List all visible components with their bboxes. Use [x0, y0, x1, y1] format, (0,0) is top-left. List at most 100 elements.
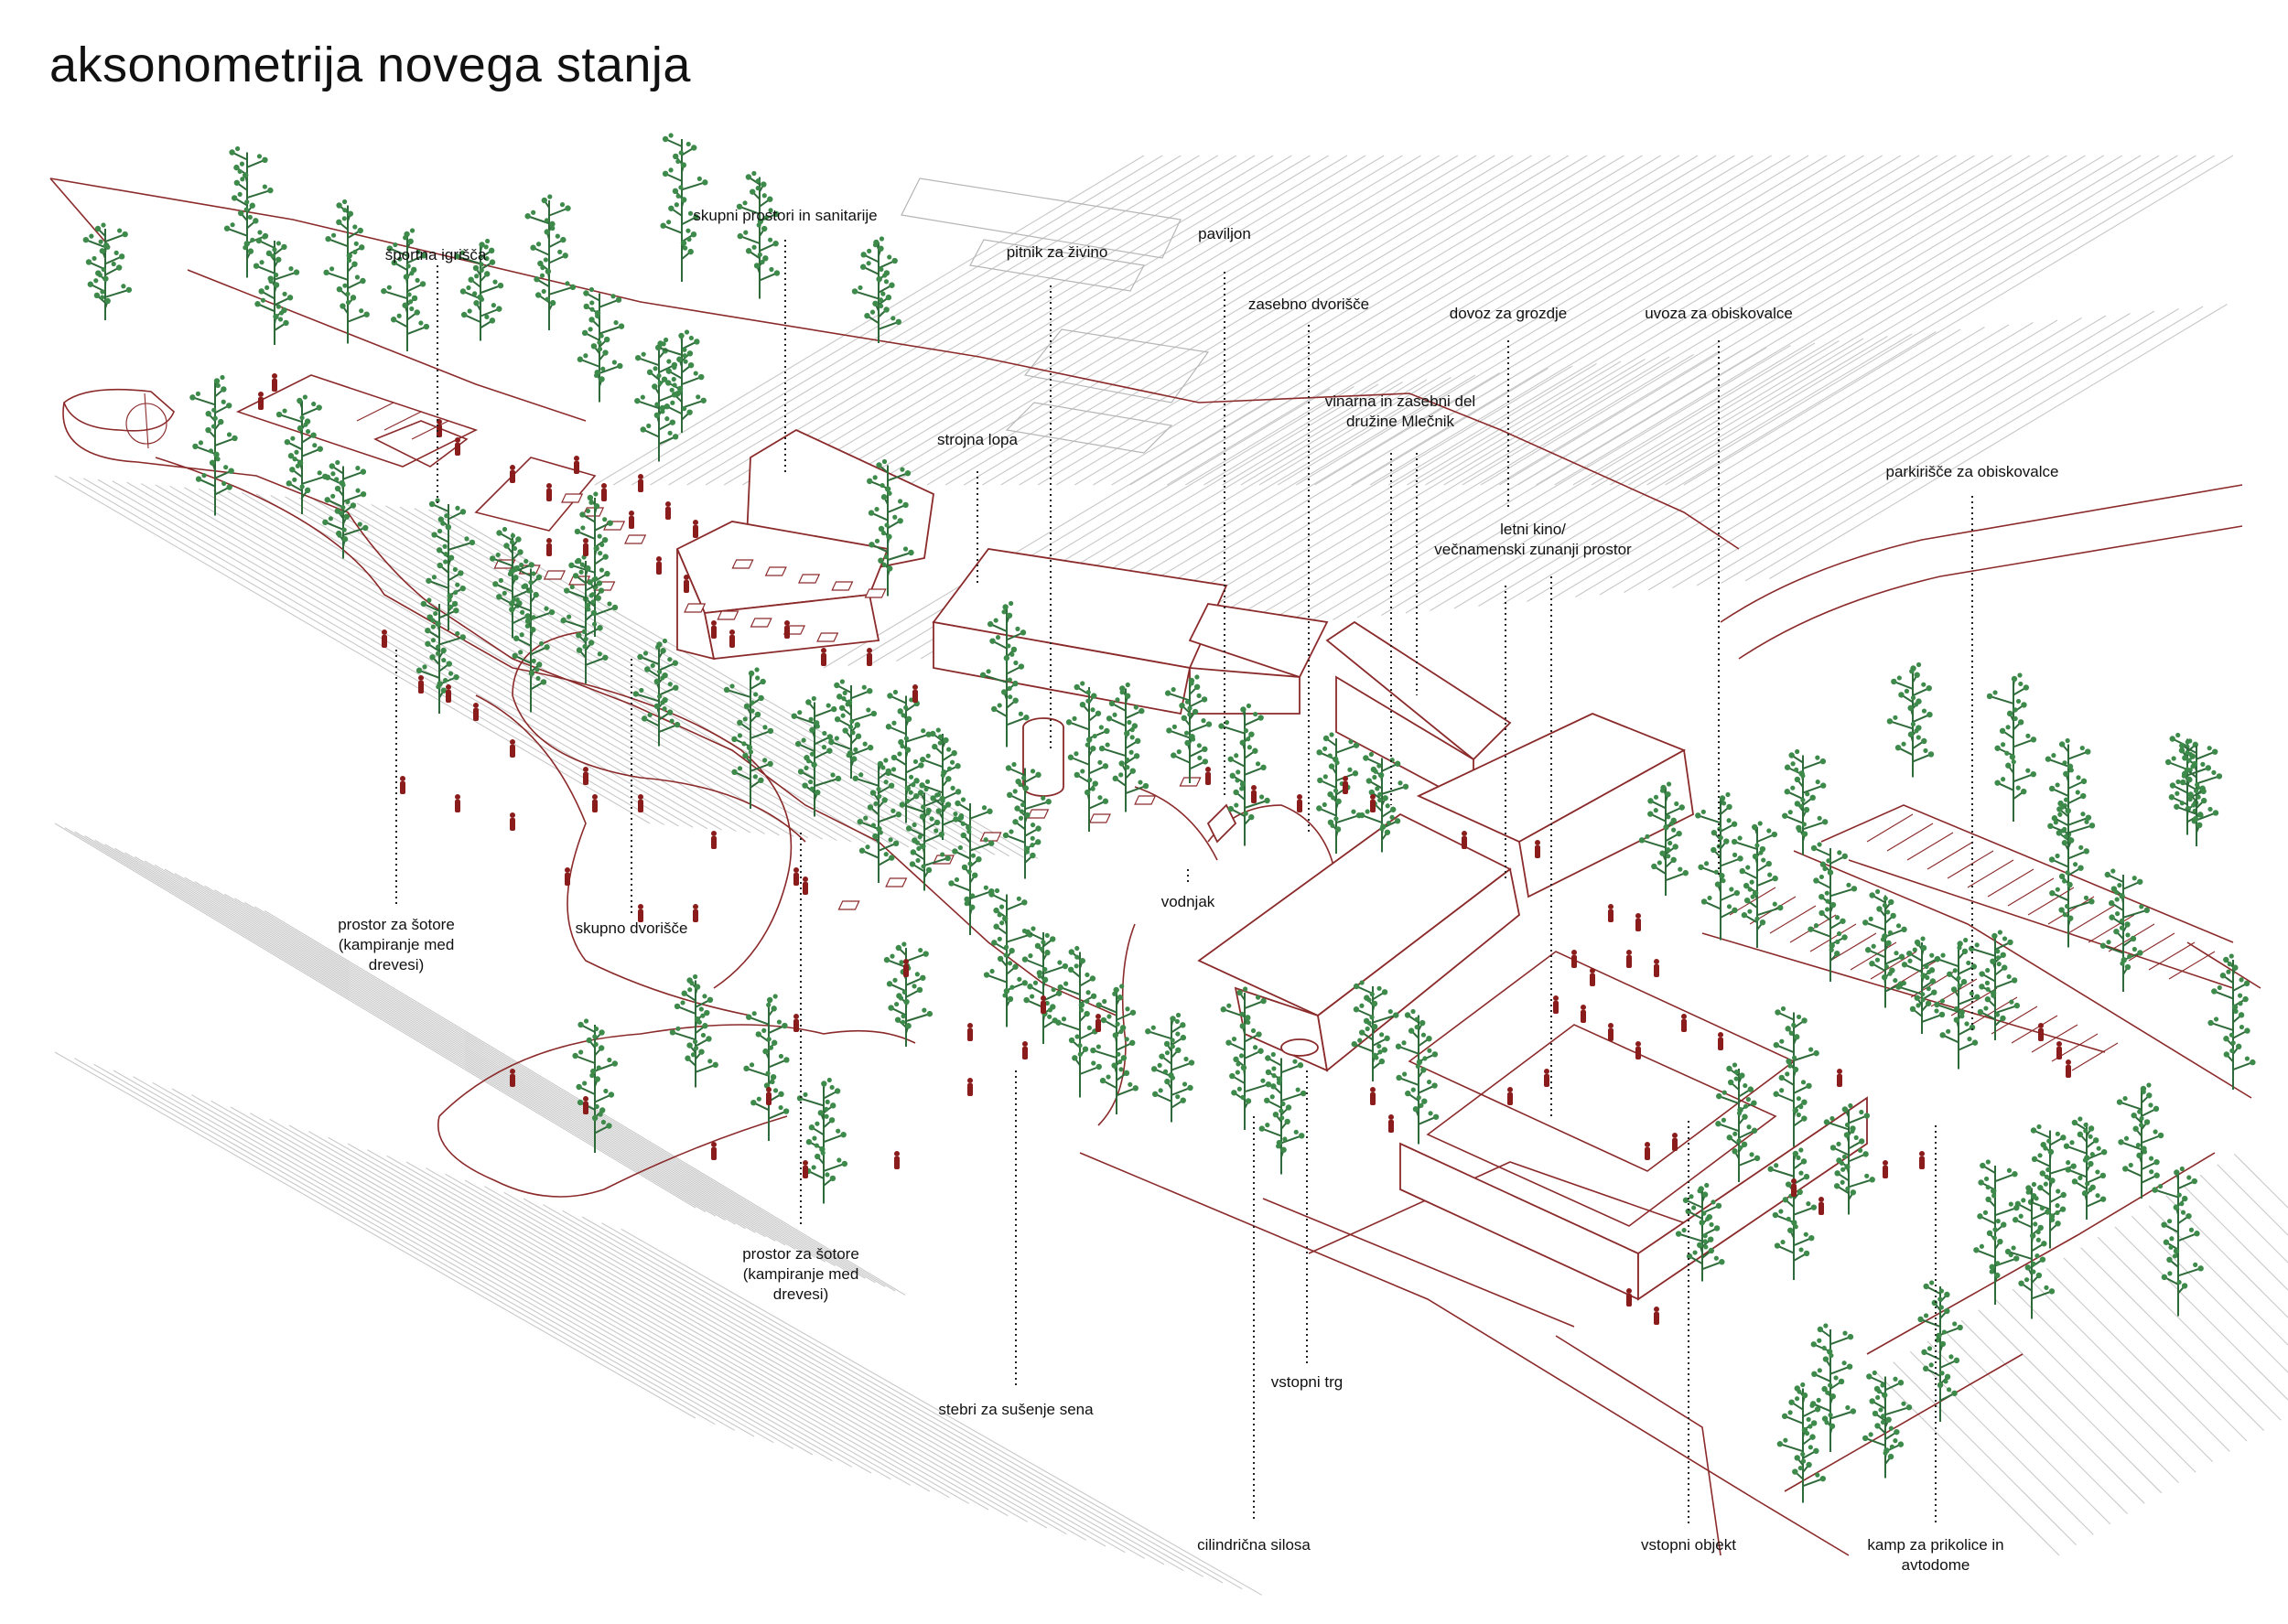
person-figure	[258, 392, 264, 410]
hatch-line	[1624, 317, 2082, 593]
tree	[1917, 1280, 1963, 1422]
hatch-line	[342, 501, 938, 851]
hatch-line	[2165, 1195, 2288, 1318]
hatch-line	[347, 1143, 989, 1511]
person-figure	[1791, 1178, 1797, 1197]
person-figure	[693, 904, 698, 922]
tree	[509, 562, 556, 713]
hatch-line	[64, 827, 707, 1213]
buildings	[675, 428, 1868, 1301]
hatch-line	[594, 155, 1145, 486]
person-figure	[784, 620, 790, 639]
hatch-line	[198, 488, 794, 837]
hatch-line	[1978, 1309, 2163, 1494]
hatch-line	[74, 831, 717, 1217]
tree	[2174, 739, 2223, 846]
hatch-line	[723, 155, 1274, 486]
label-letni-kino-line1: letni kino/	[1500, 521, 1566, 538]
hatch-line	[1111, 155, 1661, 486]
hatch-line	[126, 481, 722, 831]
parking-stall-line	[2088, 914, 2135, 943]
tree	[1351, 980, 1399, 1081]
dormer-window	[750, 618, 772, 628]
dormer-window	[543, 570, 566, 580]
hatch-line	[601, 1222, 1243, 1590]
hatch-line	[1443, 155, 1993, 486]
hatch-line	[386, 1155, 1028, 1522]
parking-stall-line	[1850, 941, 1897, 971]
tree	[1808, 842, 1858, 982]
parking-stall-line	[2047, 896, 2095, 925]
hatch-line	[1381, 340, 1840, 616]
tree	[2152, 1166, 2204, 1317]
tree	[1145, 1012, 1195, 1123]
tree	[323, 199, 370, 344]
hatch-line	[686, 155, 1237, 486]
hatch-line	[243, 901, 886, 1287]
hatch-line	[2114, 1226, 2288, 1401]
label-sotori-2: prostor za šotore (kampiranje med dreves…	[742, 1244, 859, 1305]
hatch-line	[94, 839, 736, 1225]
person-figure	[867, 648, 872, 666]
tree	[1638, 781, 1689, 896]
dormer-window	[717, 610, 739, 620]
hatch-line	[2045, 1267, 2230, 1452]
hatch-line	[944, 155, 1495, 486]
hatch-line	[367, 1149, 1009, 1517]
label-sotori-1: prostor za šotore (kampiranje med dreves…	[338, 915, 455, 975]
hatch-line	[2217, 1164, 2288, 1236]
tree	[1065, 681, 1110, 832]
person-figure	[510, 739, 515, 758]
person-figure	[711, 1142, 717, 1160]
tree	[2047, 802, 2095, 948]
person-figure	[583, 767, 588, 785]
parking-stall-line	[2031, 1024, 2078, 1053]
hatch-line	[184, 487, 780, 836]
hatch-line	[134, 855, 776, 1242]
tree	[454, 238, 504, 341]
tree	[899, 786, 951, 891]
hatch-line	[1909, 1350, 2094, 1535]
hatch-line	[1744, 306, 2204, 582]
tree	[1002, 761, 1052, 879]
label-skupno-dvorisce: skupno dvorišče	[575, 920, 688, 937]
tree	[1968, 930, 2021, 1040]
hatch-line	[191, 1094, 833, 1462]
leader-lines	[395, 240, 1973, 1523]
person-figure	[1462, 831, 1467, 849]
hatch-line	[254, 906, 896, 1292]
person-figure	[455, 437, 460, 456]
tree	[1823, 1102, 1875, 1215]
tree	[426, 498, 476, 630]
tree	[883, 941, 934, 1047]
hatch-line	[1405, 338, 1864, 614]
person-figure	[1654, 959, 1659, 977]
people	[258, 373, 2071, 1325]
hatch-line	[2063, 1257, 2248, 1442]
parking-stall-line	[1987, 868, 2034, 898]
tree	[2063, 1116, 2108, 1220]
person-figure	[437, 419, 442, 437]
hatch-line	[1277, 155, 1828, 486]
hatch-line	[1550, 324, 2010, 600]
hatch-line	[523, 1198, 1165, 1565]
person-figure	[711, 831, 717, 849]
hatch-line	[445, 1173, 1086, 1541]
hatch-line	[853, 155, 1403, 486]
hatch-line	[270, 494, 866, 844]
hatch-line	[214, 889, 856, 1275]
hatch-line	[171, 1088, 814, 1456]
person-figure	[1590, 968, 1595, 986]
person-figure	[821, 648, 826, 666]
hatch-line	[1387, 155, 1938, 486]
hatch-line	[1055, 155, 1606, 486]
hatch-line	[1721, 308, 2179, 584]
hatch-line	[761, 155, 1311, 486]
label-pitnik: pitnik za živino	[1006, 243, 1108, 261]
hatch-line	[1129, 155, 1680, 486]
hatch-line	[154, 864, 796, 1250]
tree	[1731, 821, 1784, 948]
tree	[1862, 1370, 1913, 1479]
hatch-line	[668, 155, 1218, 486]
tree	[416, 597, 466, 714]
